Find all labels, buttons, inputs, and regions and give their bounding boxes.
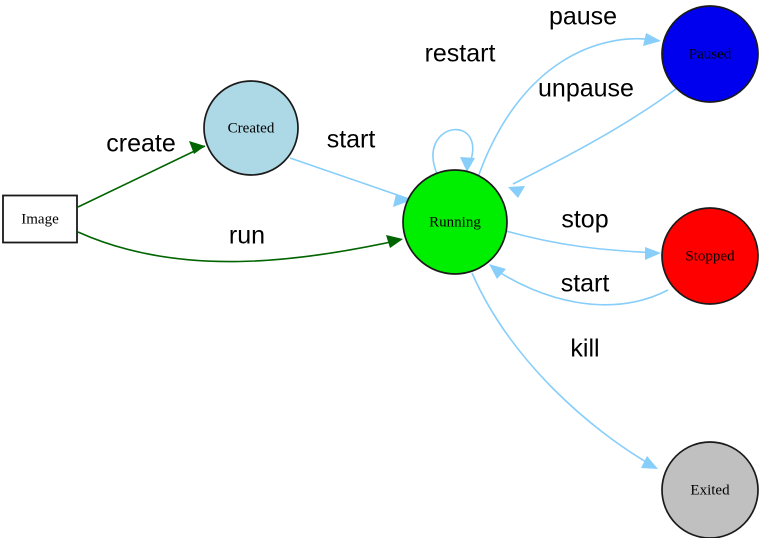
edge-start-stopped-arrowhead <box>489 264 506 279</box>
edge-start-created-path <box>289 157 410 200</box>
edge-start-stopped-path <box>492 267 669 306</box>
edge-start-stopped[interactable]: start <box>489 264 669 306</box>
node-exited-circle <box>661 441 759 538</box>
edge-kill-arrowhead <box>641 456 658 469</box>
node-running[interactable]: Running <box>402 169 508 275</box>
edge-label-stop: stop <box>561 206 608 234</box>
edge-create[interactable]: create <box>77 130 206 208</box>
edge-start-created-arrowhead <box>393 194 412 207</box>
edge-pause-path <box>477 37 657 178</box>
node-paused-label: Paused <box>689 46 732 62</box>
node-image-label: Image <box>21 211 59 227</box>
edge-create-arrowhead <box>189 141 205 154</box>
node-created-label: Created <box>228 120 275 136</box>
edge-label-pause: pause <box>549 3 617 31</box>
node-image[interactable]: Image <box>2 194 78 244</box>
edge-create-path <box>77 145 206 208</box>
edge-label-kill: kill <box>570 335 599 363</box>
edge-restart-path <box>432 128 474 175</box>
edge-label-create: create <box>106 130 175 158</box>
edges-layer: create run start restart pause <box>77 3 677 469</box>
edge-pause-arrowhead <box>643 33 661 46</box>
node-paused[interactable]: Paused <box>661 5 759 103</box>
node-exited[interactable]: Exited <box>661 441 759 538</box>
node-running-circle <box>402 169 508 275</box>
edge-kill[interactable]: kill <box>471 272 658 469</box>
edge-stop-arrowhead <box>645 247 661 260</box>
edge-run-arrowhead <box>386 235 403 248</box>
edge-stop-path <box>505 230 657 254</box>
edge-label-start-created: start <box>327 126 376 154</box>
edge-run[interactable]: run <box>77 222 403 263</box>
node-exited-label: Exited <box>690 482 730 498</box>
edge-restart-arrowhead <box>460 157 475 172</box>
node-created[interactable]: Created <box>203 80 299 176</box>
edge-run-path <box>77 231 401 263</box>
edge-pause[interactable]: pause <box>477 3 661 178</box>
node-created-circle <box>203 80 299 176</box>
edge-label-restart: restart <box>425 40 496 68</box>
edge-restart[interactable]: restart <box>425 40 496 175</box>
node-running-label: Running <box>429 214 481 230</box>
nodes-layer: Image Created Running Paused Stopped Exi <box>2 5 759 538</box>
node-stopped-label: Stopped <box>685 248 735 264</box>
edge-label-start-stopped: start <box>561 270 610 298</box>
edge-unpause-arrowhead <box>508 186 525 198</box>
edge-kill-path <box>471 272 654 467</box>
edge-unpause[interactable]: unpause <box>508 75 677 198</box>
edge-label-run: run <box>229 222 265 250</box>
edge-unpause-path <box>512 88 677 185</box>
node-stopped[interactable]: Stopped <box>661 207 759 305</box>
edge-stop[interactable]: stop <box>505 206 661 260</box>
node-paused-circle <box>661 5 759 103</box>
node-image-rect <box>2 194 78 244</box>
edge-label-unpause: unpause <box>538 75 634 103</box>
node-stopped-circle <box>661 207 759 305</box>
edge-start-created[interactable]: start <box>289 126 412 207</box>
